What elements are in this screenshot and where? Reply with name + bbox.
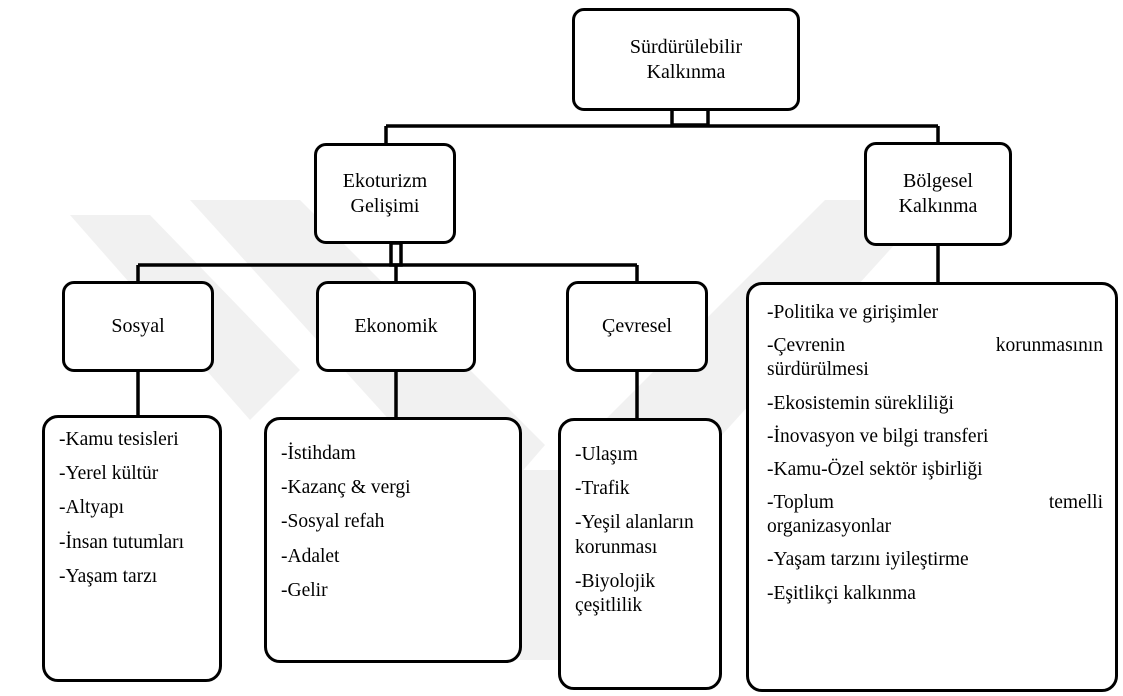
list-item: -Biyolojik çeşitlilik [575, 570, 656, 616]
list-item: -Kazanç & vergi [281, 477, 411, 499]
environmental-items-box: -Ulaşım -Trafik -Yeşil alanların korunma… [558, 418, 722, 690]
regional-label-line1: Bölgesel [903, 170, 973, 192]
regional-node: Bölgesel Kalkınma [864, 142, 1012, 246]
root-node: Sürdürülebilir Kalkınma [572, 8, 800, 111]
list-item: -Sosyal refah [281, 511, 385, 533]
list-item: -Eşitlikçi kalkınma [767, 582, 916, 604]
list-item: -Toplum temelli [767, 492, 1103, 514]
list-item: -Trafik [575, 478, 630, 500]
list-item: -Çevrenin korunmasının [767, 335, 1103, 357]
root-label-line2: Kalkınma [646, 60, 726, 83]
list-item: -Ekosistemin sürekliliği [767, 392, 954, 414]
list-item: -İstihdam [281, 443, 356, 464]
list-item: -Kamu-Özel sektör işbirliği [767, 458, 983, 480]
list-item-continuation: organizasyonlar [767, 516, 892, 538]
list-item: -Yerel kültür [59, 463, 159, 485]
list-item: -İnsan tutumları [59, 531, 185, 553]
regional-items-box: -Politika ve girişimler -Çevrenin korunm… [746, 282, 1118, 692]
root-label-line1: Sürdürülebilir [629, 35, 743, 58]
economic-items-box: -İstihdam -Kazanç & vergi -Sosyal refah … [264, 417, 522, 663]
social-label: Sosyal [111, 315, 165, 337]
social-node: Sosyal [62, 281, 214, 372]
economic-label: Ekonomik [354, 315, 438, 337]
environmental-node: Çevresel [566, 281, 708, 372]
regional-label-line2: Kalkınma [898, 195, 978, 217]
list-item: -Yaşam tarzı [59, 565, 158, 587]
list-item: -Altyapı [59, 497, 124, 519]
list-item: -Politika ve girişimler [767, 302, 939, 323]
list-item: -Gelir [281, 579, 328, 601]
ecotourism-label-line2: Gelişimi [350, 194, 420, 217]
ecotourism-label-line1: Ekoturizm [342, 169, 428, 192]
list-item: -Ulaşım [575, 444, 638, 465]
list-item: -Yaşam tarzını iyileştirme [767, 549, 969, 571]
economic-node: Ekonomik [316, 281, 476, 372]
list-item-continuation: sürdürülmesi [767, 359, 869, 381]
environmental-label: Çevresel [602, 315, 672, 337]
list-item: -Adalet [281, 545, 340, 567]
social-items-box: -Kamu tesisleri -Yerel kültür -Altyapı -… [42, 415, 222, 682]
list-item: -Yeşil alanların korunması [575, 512, 694, 558]
list-item: -Kamu tesisleri [59, 429, 179, 450]
list-item: -İnovasyon ve bilgi transferi [767, 425, 989, 447]
ecotourism-node: Ekoturizm Gelişimi [314, 143, 456, 244]
